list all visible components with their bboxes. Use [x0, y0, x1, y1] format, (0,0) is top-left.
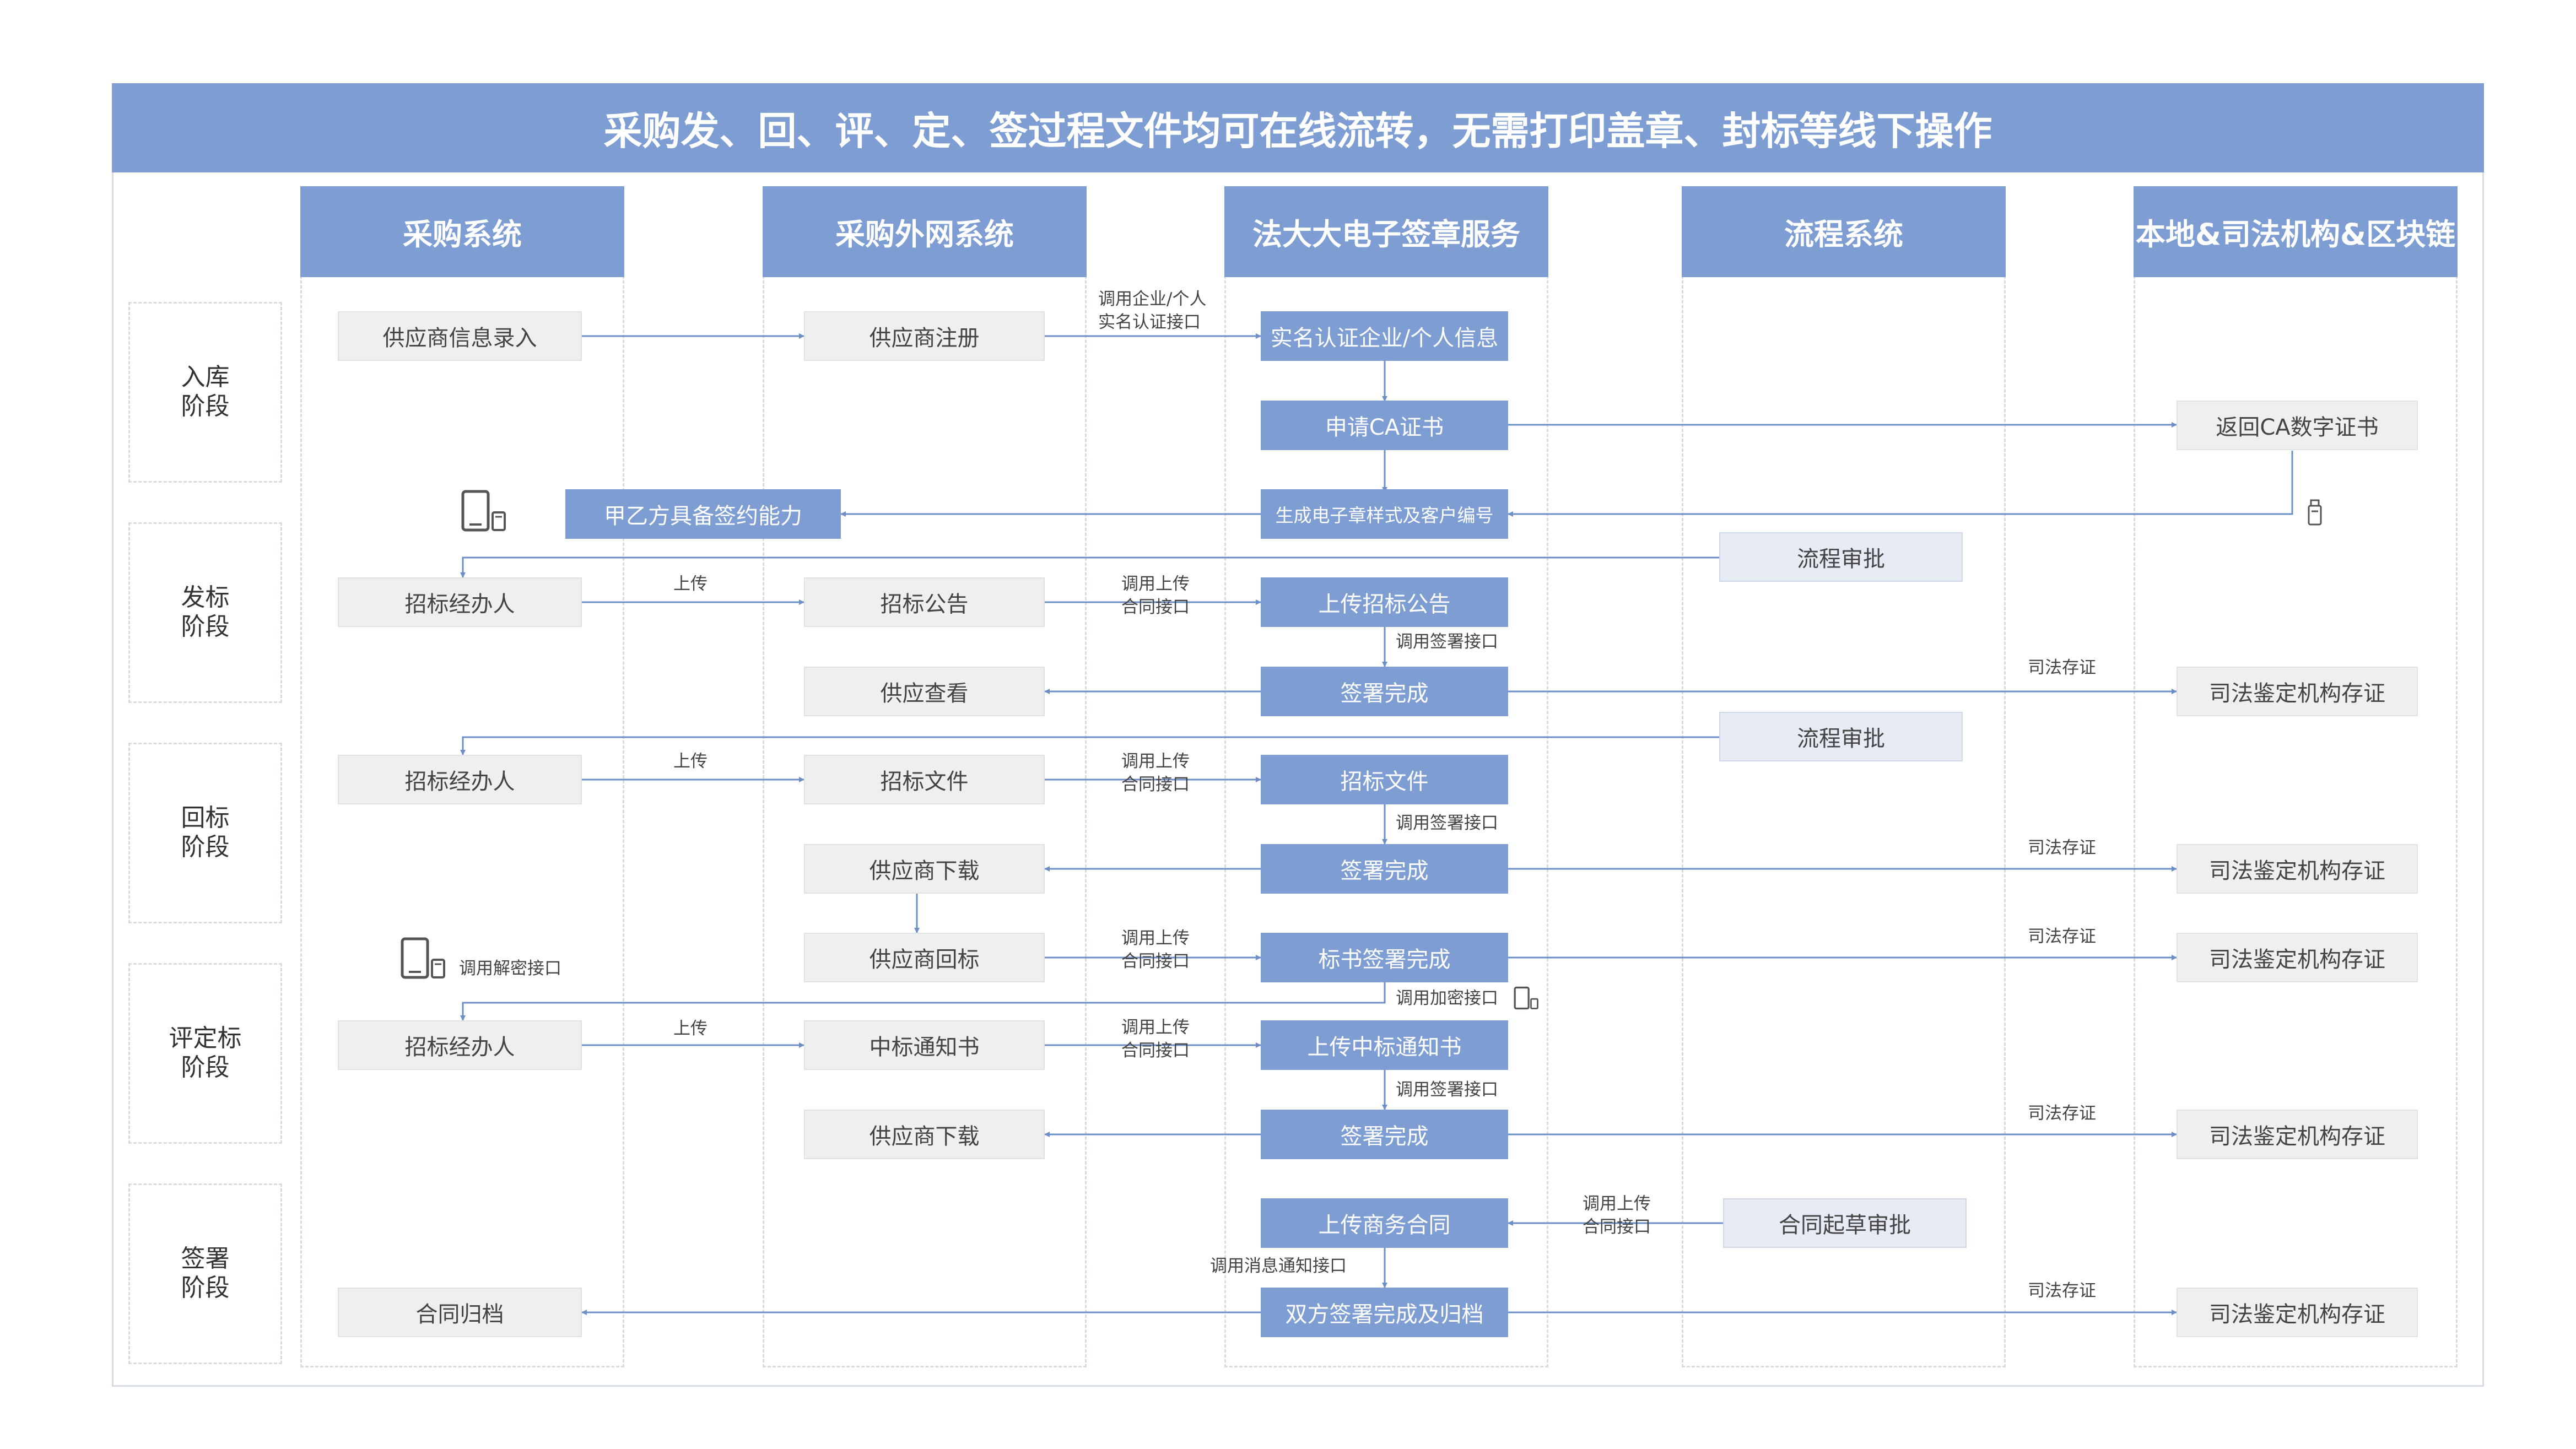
- label-judicial-save-4: 司法存证: [2028, 1104, 2096, 1123]
- lane-header-workflow: 流程系统: [1682, 186, 2006, 277]
- box-bid-sign-done: 标书签署完成: [1261, 933, 1508, 982]
- label-upload-1: 上传: [673, 574, 708, 594]
- box-tender-agent-3: 招标经办人: [338, 1020, 582, 1070]
- box-tender-agent-2: 招标经办人: [338, 755, 582, 804]
- box-upload-notice: 上传招标公告: [1261, 577, 1508, 627]
- arrow-approve-to-agent-2: [460, 736, 1719, 755]
- box-sign-done-3: 签署完成: [1261, 1110, 1508, 1159]
- lane-header-judicial: 本地&司法机构&区块链: [2134, 186, 2458, 277]
- label-judicial-save-2: 司法存证: [2028, 838, 2096, 858]
- tablet-phone-icon: [461, 490, 506, 532]
- box-upload-win-notice: 上传中标通知书: [1261, 1020, 1508, 1070]
- arrow-approve-to-agent-1: [460, 556, 1719, 578]
- label-realname-api: 调用企业/个人 实名认证接口: [1098, 289, 1207, 332]
- label-call-sign-3: 调用签署接口: [1396, 1080, 1498, 1100]
- lane-header-external: 采购外网系统: [763, 186, 1087, 277]
- box-flow-approve-2: 流程审批: [1719, 712, 1963, 761]
- label-call-upload-4: 调用上传 合同接口: [1121, 1018, 1190, 1061]
- box-judicial-5: 司法鉴定机构存证: [2177, 1288, 2418, 1337]
- box-judicial-2: 司法鉴定机构存证: [2177, 844, 2418, 894]
- label-call-sign-2: 调用签署接口: [1396, 813, 1498, 833]
- box-both-sign-archive: 双方签署完成及归档: [1261, 1288, 1508, 1337]
- box-judicial-1: 司法鉴定机构存证: [2177, 667, 2418, 716]
- box-supplier-register: 供应商注册: [804, 311, 1045, 361]
- label-call-decrypt: 调用解密接口: [459, 959, 561, 978]
- label-upload-3: 上传: [673, 1019, 708, 1039]
- arrow-bid-to-agent-3: [460, 982, 1386, 1021]
- stage-issue-tender: 发标 阶段: [128, 522, 282, 703]
- stage-evaluate: 评定标 阶段: [128, 963, 282, 1144]
- diagram-title: 采购发、回、评、定、签过程文件均可在线流转，无需打印盖章、封标等线下操作: [112, 83, 2484, 172]
- box-supplier-download-1: 供应商下载: [804, 844, 1045, 894]
- label-judicial-save-5: 司法存证: [2028, 1281, 2096, 1301]
- label-judicial-save-3: 司法存证: [2028, 927, 2096, 947]
- box-supplier-view: 供应查看: [804, 667, 1045, 716]
- box-supplier-reply: 供应商回标: [804, 933, 1045, 982]
- box-win-notice: 中标通知书: [804, 1020, 1045, 1070]
- box-apply-ca: 申请CA证书: [1261, 401, 1508, 450]
- stage-storage: 入库 阶段: [128, 302, 282, 483]
- label-call-upload-1: 调用上传 合同接口: [1121, 574, 1190, 617]
- arrow-return-to-seal: [1508, 451, 2293, 517]
- box-supplier-download-2: 供应商下载: [804, 1110, 1045, 1159]
- label-judicial-save-1: 司法存证: [2028, 658, 2096, 678]
- box-realname-verify: 实名认证企业/个人信息: [1261, 311, 1508, 361]
- tablet-phone-icon: [1514, 986, 1538, 1010]
- diagram-frame: [112, 83, 2484, 1387]
- box-sign-done-1: 签署完成: [1261, 667, 1508, 716]
- label-upload-2: 上传: [673, 751, 708, 771]
- stage-reply-tender: 回标 阶段: [128, 743, 282, 923]
- box-contract-archive: 合同归档: [338, 1288, 582, 1337]
- box-tender-notice: 招标公告: [804, 577, 1045, 627]
- box-sign-done-2: 签署完成: [1261, 844, 1508, 894]
- box-contract-draft-approve: 合同起草审批: [1723, 1198, 1967, 1248]
- lane-header-purchase: 采购系统: [300, 186, 624, 277]
- label-call-sign-1: 调用签署接口: [1396, 632, 1498, 652]
- box-return-ca: 返回CA数字证书: [2177, 401, 2418, 450]
- tablet-phone-icon: [401, 937, 445, 979]
- box-gen-seal: 生成电子章样式及客户编号: [1261, 489, 1508, 539]
- box-supplier-info-entry: 供应商信息录入: [338, 311, 582, 361]
- stage-signing: 签署 阶段: [128, 1183, 282, 1364]
- label-call-upload-5: 调用上传 合同接口: [1583, 1194, 1651, 1237]
- box-judicial-3: 司法鉴定机构存证: [2177, 933, 2418, 982]
- usb-key-icon: [2308, 499, 2322, 526]
- label-call-notify: 调用消息通知接口: [1210, 1256, 1347, 1276]
- box-tender-agent-1: 招标经办人: [338, 577, 582, 627]
- box-tender-doc-esign: 招标文件: [1261, 755, 1508, 804]
- box-flow-approve-1: 流程审批: [1719, 532, 1963, 582]
- label-call-upload-3: 调用上传 合同接口: [1121, 928, 1190, 971]
- lane-header-esign: 法大大电子签章服务: [1224, 186, 1548, 277]
- label-call-upload-2: 调用上传 合同接口: [1121, 751, 1190, 794]
- box-judicial-4: 司法鉴定机构存证: [2177, 1110, 2418, 1159]
- box-upload-contract: 上传商务合同: [1261, 1198, 1508, 1248]
- label-call-encrypt: 调用加密接口: [1396, 988, 1498, 1008]
- box-tender-doc: 招标文件: [804, 755, 1045, 804]
- box-sign-ability: 甲乙方具备签约能力: [565, 489, 841, 539]
